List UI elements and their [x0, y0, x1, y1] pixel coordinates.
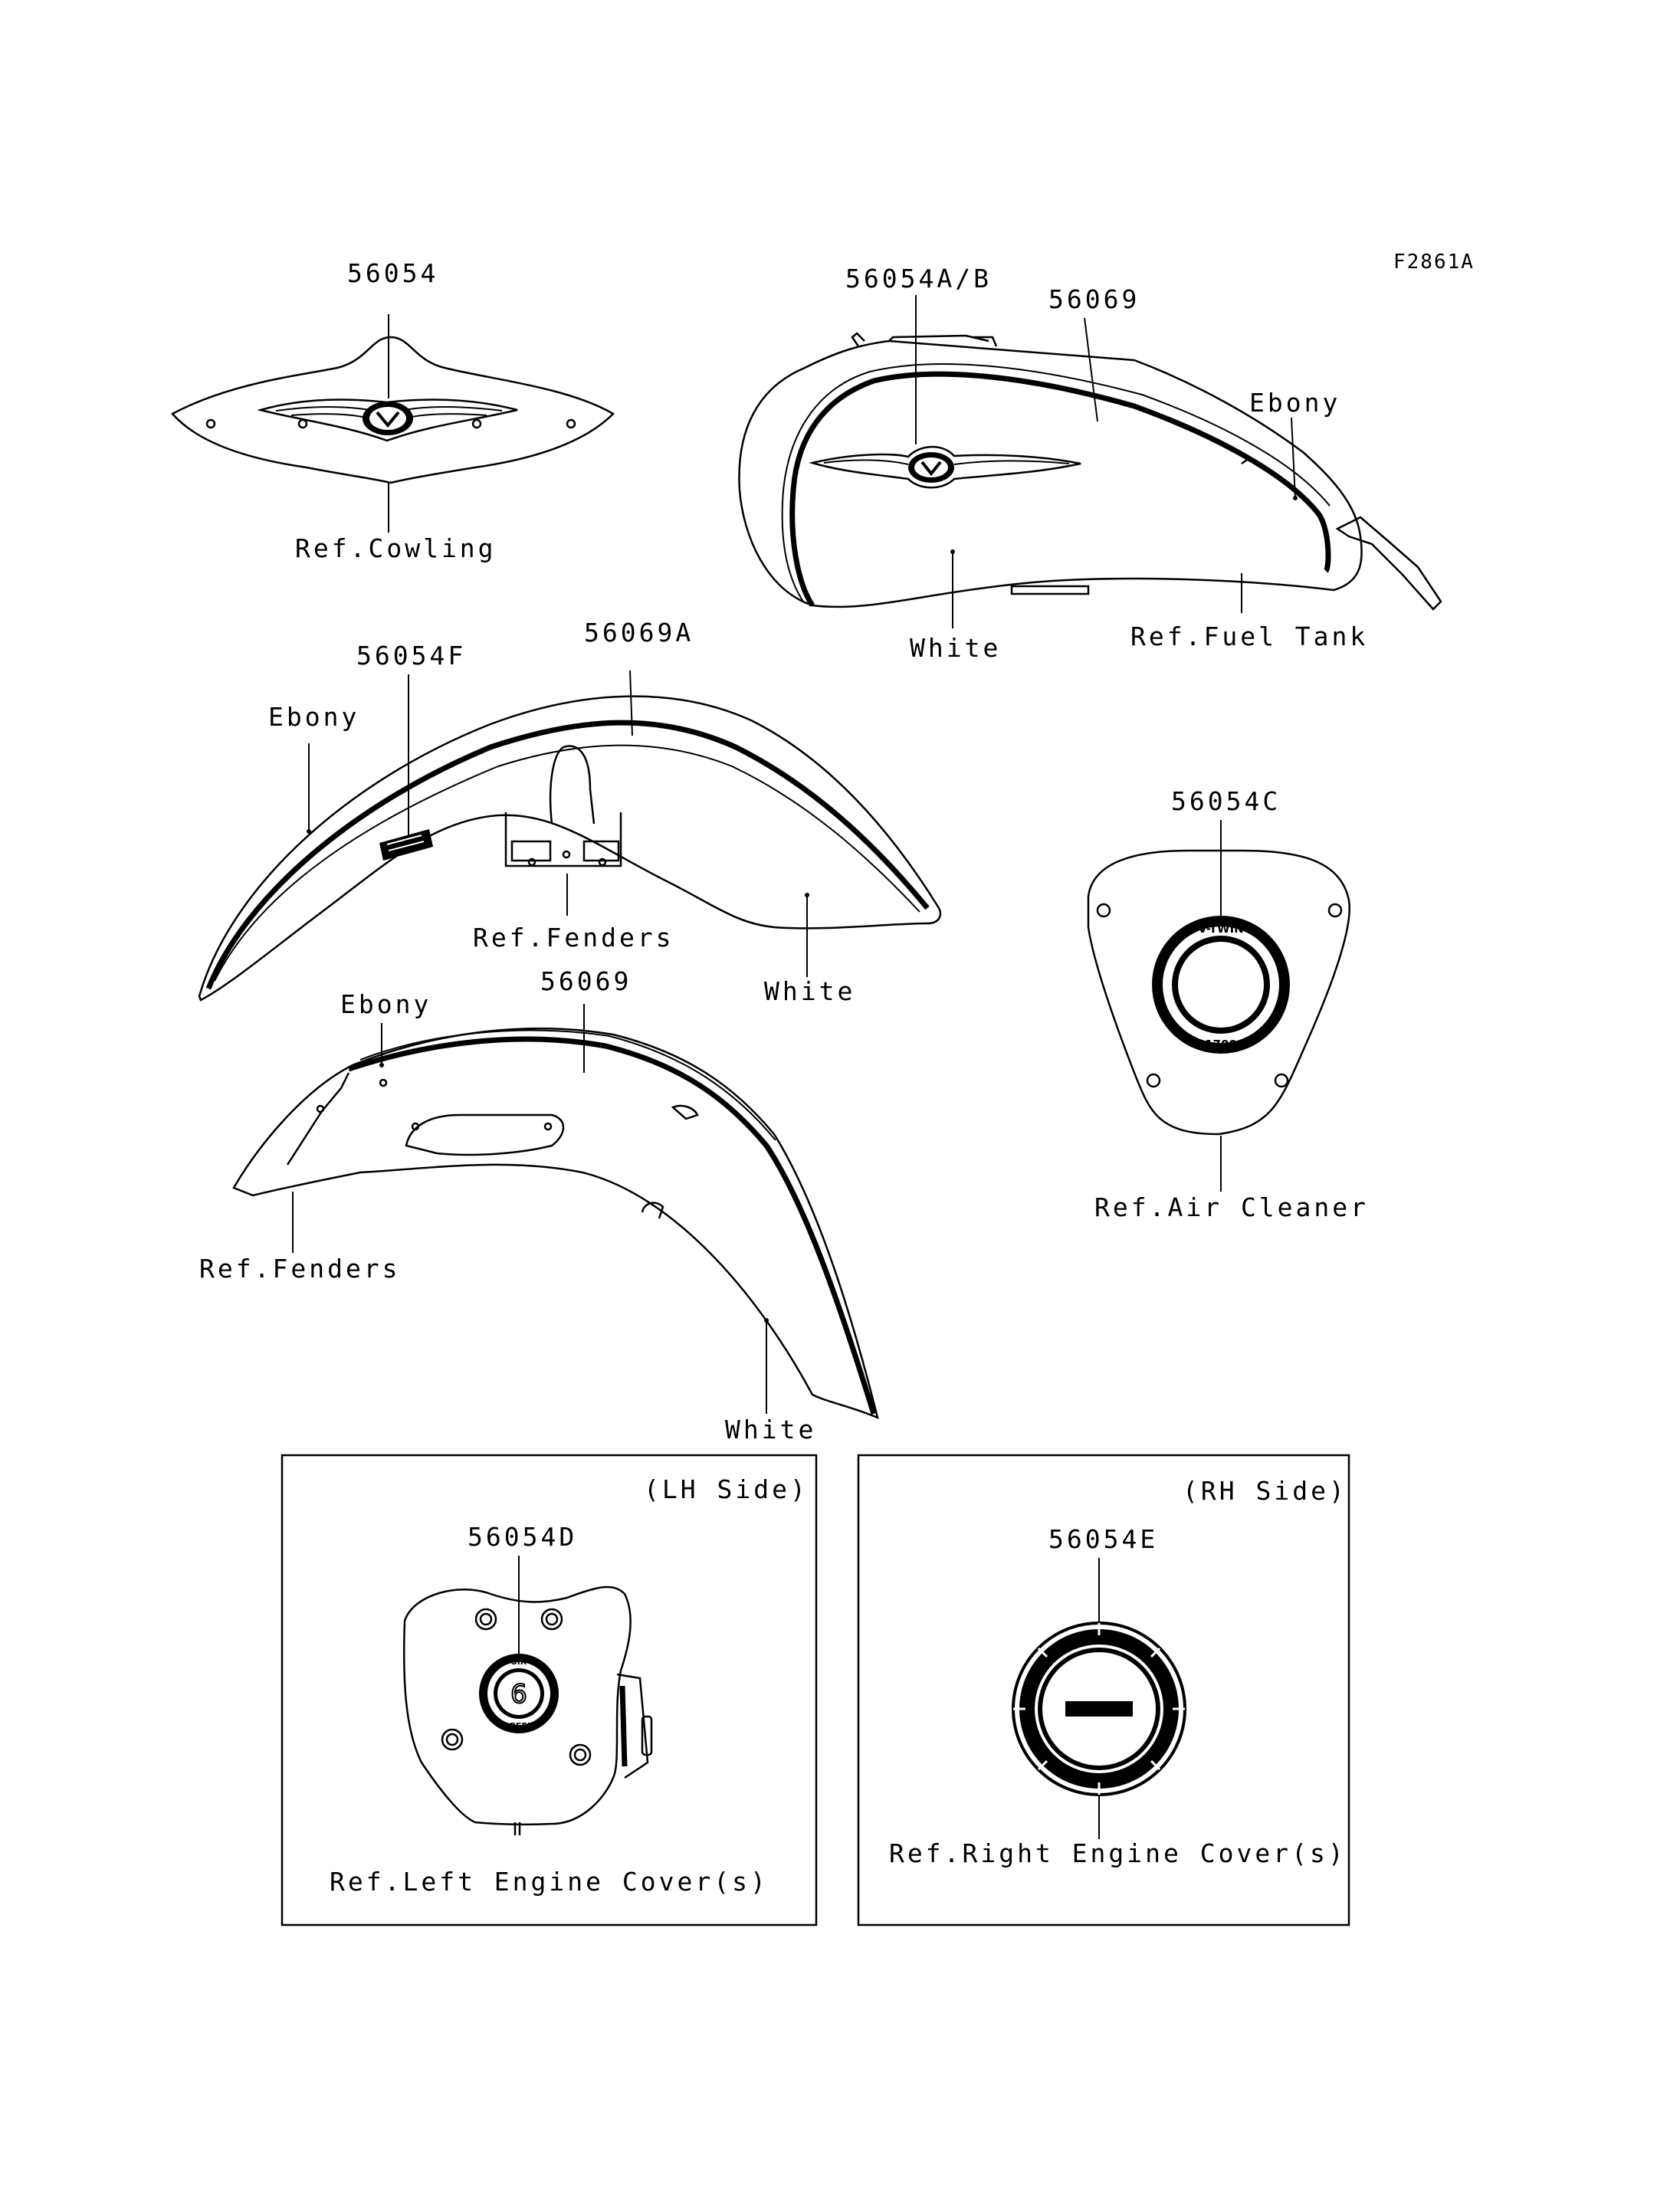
- emblem-v-twin-text: V-TWIN: [1198, 922, 1243, 936]
- ref-right-cover-label: Ref.Right Engine Cover(s): [889, 1838, 1347, 1868]
- six-speed-emblem: SIX 6 SPEED: [479, 1654, 559, 1733]
- cowling-hole-left: [205, 418, 216, 429]
- tank-top-edge: [888, 334, 989, 343]
- white-front-label: White: [764, 976, 855, 1006]
- rear-fender-group: Ebony 56069 Ref.Fenders White: [199, 966, 879, 1444]
- kawasaki-wordmark: Kawasaki: [1068, 1703, 1130, 1717]
- fuel-tank-group: 56054A/B 56069 Ebony White Ref.Fuel Tank: [738, 264, 1442, 663]
- ref-fenders-front-label: Ref.Fenders: [473, 923, 674, 953]
- part-56069a-label: 56069A: [584, 618, 694, 648]
- rear-fender-edge: [359, 1029, 776, 1141]
- right-cover-panel: (RH Side) Kawasaki 56054E Ref.Right En: [857, 1454, 1350, 1926]
- part-56054-label: 56054: [347, 258, 438, 288]
- ref-cowling-label: Ref.Cowling: [295, 533, 497, 563]
- part-56069-tank-label: 56069: [1048, 284, 1140, 314]
- white-rear-label: White: [725, 1415, 816, 1444]
- ebony-front-label: Ebony: [268, 702, 359, 732]
- front-fender-group: 56054F 56069A Ebony Ref.Fenders White: [198, 618, 942, 1006]
- emblem-six-digit: 6: [510, 1679, 527, 1710]
- rh-side-box: [857, 1454, 1350, 1926]
- front-fender-stripe: [205, 720, 930, 990]
- part-56054ab-label: 56054A/B: [845, 264, 992, 293]
- cowling-hole-right: [566, 418, 576, 429]
- left-cover-outline: [402, 1585, 632, 1826]
- leader-56069-tank: [1084, 317, 1098, 422]
- lh-side-box: [281, 1454, 818, 1926]
- rh-side-label: (RH Side): [1183, 1476, 1347, 1506]
- rear-fender-lower-tab: [641, 1202, 664, 1219]
- part-56054c-label: 56054C: [1171, 786, 1281, 816]
- cowling-group: 56054 Ref.Cowling: [171, 258, 615, 563]
- front-fender-post: [549, 745, 596, 825]
- v-twin-1700-emblem: V-TWIN 1700: [1152, 916, 1290, 1054]
- left-cover-side-tab: [641, 1715, 653, 1756]
- tank-bottom-bracket: [1010, 585, 1090, 595]
- leader-56069a: [629, 670, 633, 736]
- fuel-tank-outline: [738, 339, 1363, 608]
- front-fender-outline: [198, 695, 942, 1002]
- left-cover-flange-edge: [619, 1685, 628, 1767]
- ref-air-cleaner-label: Ref.Air Cleaner: [1094, 1192, 1369, 1222]
- ebony-tank-label: Ebony: [1249, 388, 1340, 418]
- part-56054d-label: 56054D: [468, 1522, 577, 1552]
- ref-fuel-tank-label: Ref.Fuel Tank: [1130, 621, 1368, 651]
- cowling-outline: [171, 336, 615, 484]
- winged-v-emblem-tank: [809, 445, 1081, 489]
- winged-v-emblem-cowling: [257, 398, 518, 442]
- rear-fender-front-edge: [286, 1072, 350, 1166]
- ebony-rear-label: Ebony: [340, 989, 431, 1019]
- tank-cap-tab: [973, 336, 998, 347]
- rear-fender-stripe-56069: [347, 1036, 877, 1415]
- figure-code: F2861A: [1393, 251, 1475, 274]
- bracket-pad-right: [582, 840, 620, 862]
- part-56054f-label: 56054F: [356, 641, 466, 671]
- part-56069-rear-label: 56069: [540, 966, 632, 996]
- tank-stripe-56069: [789, 371, 1331, 607]
- tank-vent-tab: [851, 332, 865, 347]
- left-cover-bottom-pin: [514, 1822, 521, 1835]
- rear-fender-grab-slot: [405, 1113, 565, 1156]
- front-fender-bracket: [504, 812, 622, 867]
- kawasaki-emblem: Kawasaki: [1012, 1622, 1186, 1796]
- part-56054e-label: 56054E: [1048, 1524, 1158, 1554]
- bracket-pad-left: [510, 840, 552, 862]
- air-cleaner-group: V-TWIN 1700 56054C Ref.Air Cleaner: [1087, 786, 1369, 1222]
- cowling-hole-inner-right: [471, 418, 482, 429]
- rear-fender-outline: [232, 1027, 879, 1420]
- tank-rear-mount: [1335, 516, 1442, 611]
- leader-ebony-tank: [1291, 417, 1296, 499]
- white-tank-label: White: [910, 633, 1001, 663]
- rear-fender-tab: [671, 1104, 699, 1120]
- emblem-1700-text: 1700: [1205, 1038, 1237, 1051]
- ref-left-cover-label: Ref.Left Engine Cover(s): [330, 1867, 769, 1897]
- emblem-speed-text: SPEED: [504, 1721, 534, 1731]
- lh-side-label: (LH Side): [644, 1474, 809, 1504]
- left-cover-panel: (LH Side) SIX 6 SPEED 56054D Ref.Left En…: [281, 1454, 818, 1926]
- ref-fenders-rear-label: Ref.Fenders: [199, 1254, 401, 1284]
- cowling-hole-inner-left: [297, 418, 308, 429]
- air-cleaner-outline: [1087, 849, 1350, 1136]
- front-fender-decal-56054f: [379, 829, 433, 861]
- emblem-six-text: SIX: [511, 1657, 527, 1667]
- tank-stripe-outer: [781, 363, 1331, 602]
- left-cover-side-flange: [616, 1673, 649, 1779]
- front-fender-stripe-inner: [214, 744, 920, 982]
